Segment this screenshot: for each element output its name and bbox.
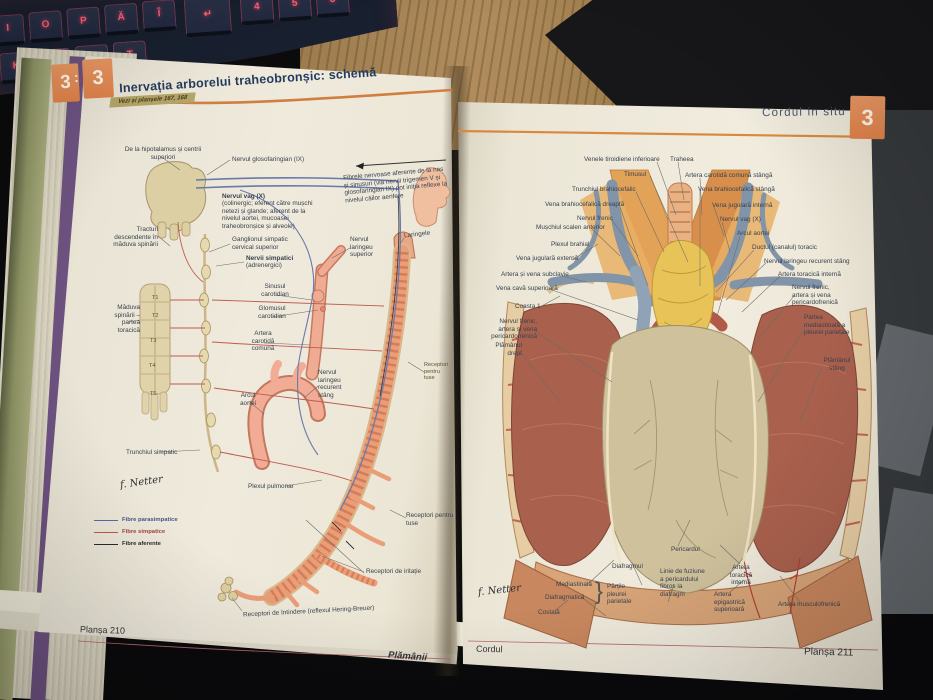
label-epigastrica: Artera epigastrică superioară [714, 591, 745, 614]
label-frenic-stanga: Nervul frenic, artera și vena pericardof… [491, 318, 537, 341]
label-linie-fuziune: Linie de fuziune a pericardului fibros l… [660, 568, 705, 598]
label-adrenergici: (adrenergici) [246, 262, 282, 269]
keyboard-key: Ă [104, 3, 139, 36]
numpad-key: 4 [239, 0, 274, 26]
label-vena-cava: Vena cavă superioară [496, 285, 558, 292]
keyboard-key: Î [142, 0, 177, 32]
label-subclavie: Artera și vena subclavie [501, 271, 569, 278]
legend-line-blue [94, 520, 118, 522]
label-costala: Costală [538, 609, 560, 616]
label-frenic-dreapta: Nervul frenic, artera și vena pericardof… [792, 284, 838, 307]
label-nervul-vag-titlu: Nervul vag (X) [222, 193, 265, 200]
keyboard-key: O [28, 10, 63, 43]
label-toracica-interna-sus: Artera toracică internă [778, 271, 841, 278]
legend-label: Fibre simpatice [122, 529, 166, 535]
label-maduva-toracica: Măduva spinării – partea toracică [114, 304, 140, 334]
brace-glyph: } [595, 578, 604, 605]
label-nervul-vag-detalii: (colinergic; eferent către mușchi netezi… [222, 200, 313, 230]
label-carotida-stanga: Artera carotidă comună stângă [685, 172, 773, 179]
right-page-title: Cordul in situ [761, 105, 847, 120]
label-partea-mediastinala: Partea mediastinală a pleurei parietale [804, 314, 850, 337]
label-timusul: Timusul [624, 171, 647, 178]
label-trunchi-brahiocefalic: Trunchiul brahiocefalic [572, 186, 636, 193]
label-nervul-frenic: Nervul frenic [577, 215, 613, 222]
label-jugulara-interna: Vena jugulară internă [712, 202, 773, 209]
label-arcul-aortei: Arcul aortei [240, 392, 256, 407]
legend-label: Fibre aferente [122, 541, 161, 547]
legend-label: Fibre parasimpatice [122, 517, 178, 523]
label-mediastinala: Mediastinală [556, 581, 592, 588]
right-section-name: Cordul [475, 643, 503, 655]
label-partile-pleurei: Părțile pleurei parietale [607, 583, 632, 606]
label-glomusul-carotidian: Glomusul carotidian [258, 305, 286, 320]
legend-simpatice: Fibre simpatice [94, 529, 166, 536]
label-hipotalamus: De la hipotalamus și centrii superiori [124, 146, 202, 161]
tab-separator-mark: : [73, 68, 80, 86]
label-sinusul-carotidian: Sinusul carotidian [261, 283, 289, 298]
chapter-tab: 3 [82, 58, 114, 99]
label-laringeu-recurent-r: Nervul laringeu recurent stâng [764, 258, 850, 265]
left-section-name: Plămânii [387, 649, 428, 664]
numpad-key: 5 [277, 0, 312, 22]
label-venele-tiroidiene: Venele tiroidiene inferioare [584, 156, 660, 163]
label-pericardul: Pericardul [671, 546, 700, 553]
keyboard-key: I [0, 14, 25, 47]
label-jugulara-externa: Vena jugulară externă [516, 255, 579, 262]
label-vena-brahio-stanga: Vena brahiocefalică stângă [698, 186, 775, 193]
label-vertebra-t4: T4 [149, 363, 156, 369]
label-glosofaringian: Nervul glosofaringian (IX) [232, 156, 305, 163]
label-tracturi-descendente: Tracturi descendente în măduva spinării [113, 226, 158, 249]
label-receptori-iritatie: Receptori de iritație [366, 568, 422, 575]
label-receptori-tuse-sus: Receptori pentru tuse [424, 362, 448, 382]
label-plamanul-drept: Plămânul drept [495, 342, 522, 357]
label-receptori-tuse-jos: Receptori pentru tuse [406, 512, 454, 527]
label-vertebra-t5: T5 [150, 391, 157, 397]
right-plate-number: Planșa 211 [803, 646, 854, 659]
label-diafragmul: Diafragmul [612, 563, 643, 570]
legend-line-black [94, 544, 118, 546]
label-musculofrenica: Artera musculofrenică [778, 601, 841, 608]
label-plexul-pulmonar: Plexul pulmonar [248, 483, 294, 490]
numpad-key: 6 [315, 0, 350, 18]
label-vertebra-t1: T1 [152, 295, 159, 301]
left-plate-number: Planșa 210 [79, 624, 126, 636]
label-vertebra-t3: T3 [150, 338, 157, 344]
label-laringeu-superior: Nervul laringeu superior [350, 236, 374, 259]
label-scalen-anterior: Mușchiul scalen anterior [536, 224, 605, 231]
label-toracica-interna-jos: Artera toracică internă [729, 564, 753, 587]
legend-parasimpatice: Fibre parasimpatice [94, 517, 178, 524]
label-vena-brahio-dreapta: Vena brahiocefalică dreaptă [545, 201, 625, 208]
enter-key: ↵ [184, 0, 233, 37]
label-arcul-aortei-r: Arcul aortei [737, 230, 770, 237]
label-nervul-vag: Nervul vag (X) [720, 216, 761, 223]
label-coasta-1: Coasta 1 [515, 303, 541, 310]
label-laringeu-recurent: Nervul laringeu recurent stâng [318, 369, 342, 399]
label-artera-carotida: Artera carotidă comună [251, 330, 275, 353]
label-trunchiul-simpatic: Trunchiul simpatic [126, 449, 178, 456]
label-ganglion-simpatic: Ganglionul simpatic cervical superior [232, 236, 288, 251]
label-diafragmatica: Diafragmatică [545, 594, 585, 601]
label-plamanul-stang: Plămânul stâng [823, 357, 851, 372]
chapter-tab: 3 [849, 95, 886, 140]
legend-line-red [94, 532, 118, 534]
legend-aferente: Fibre aferente [94, 541, 161, 548]
label-plexul-brahial: Plexul brahial [551, 241, 590, 248]
label-vertebra-t2: T2 [152, 313, 159, 319]
keyboard-key: P [66, 6, 101, 39]
label-ductul-toracic: Ductul (canalul) toracic [752, 244, 817, 251]
label-traheea: Traheea [670, 156, 694, 163]
label-nervii-simpatici: Nervii simpatici [246, 255, 294, 262]
